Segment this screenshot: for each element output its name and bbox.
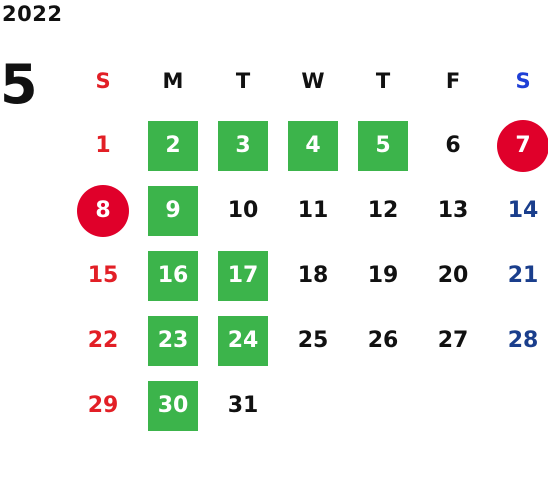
calendar-day-31[interactable]: 31 <box>208 373 278 438</box>
weekday-header-wed: W <box>301 68 325 93</box>
calendar-day-18[interactable]: 18 <box>278 243 348 308</box>
calendar-day-number: 10 <box>227 198 259 223</box>
calendar-day-number: 30 <box>157 393 189 418</box>
highlight-square <box>148 250 198 301</box>
calendar-day-number: 5 <box>375 133 391 158</box>
calendar-day-4[interactable]: 4 <box>278 113 348 178</box>
highlight-square <box>218 315 268 366</box>
calendar-day-number: 21 <box>507 263 539 288</box>
calendar-day-15[interactable]: 15 <box>68 243 138 308</box>
calendar-day-21[interactable]: 21 <box>488 243 548 308</box>
calendar-day-number: 6 <box>445 133 461 158</box>
calendar-day-number: 2 <box>165 133 181 158</box>
calendar-day-6[interactable]: 6 <box>418 113 488 178</box>
highlight-square <box>288 120 338 171</box>
calendar-day-number: 14 <box>507 198 539 223</box>
calendar-day-16[interactable]: 16 <box>138 243 208 308</box>
highlight-square <box>358 120 408 171</box>
highlight-circle <box>497 119 548 172</box>
calendar-day-26[interactable]: 26 <box>348 308 418 373</box>
weekday-header-fri: F <box>445 68 461 93</box>
weekday-header-mon: M <box>162 68 184 93</box>
calendar-day-number: 26 <box>367 328 399 353</box>
calendar-day-2[interactable]: 2 <box>138 113 208 178</box>
calendar-day-23[interactable]: 23 <box>138 308 208 373</box>
calendar-day-1[interactable]: 1 <box>68 113 138 178</box>
calendar-day-number: 3 <box>235 133 251 158</box>
calendar-day-30[interactable]: 30 <box>138 373 208 438</box>
calendar-day-3[interactable]: 3 <box>208 113 278 178</box>
calendar-day-number: 12 <box>367 198 399 223</box>
calendar-day-number: 13 <box>437 198 469 223</box>
calendar-day-27[interactable]: 27 <box>418 308 488 373</box>
calendar-day-17[interactable]: 17 <box>208 243 278 308</box>
calendar-day-number: 31 <box>227 393 259 418</box>
month-label: 5 <box>0 53 38 116</box>
calendar-day-28[interactable]: 28 <box>488 308 548 373</box>
calendar-day-14[interactable]: 14 <box>488 178 548 243</box>
calendar-day-number: 7 <box>515 133 531 158</box>
weekday-header-thu: T <box>375 68 391 93</box>
calendar-day-number: 4 <box>305 133 321 158</box>
calendar-day-24[interactable]: 24 <box>208 308 278 373</box>
weekday-header-sun: S <box>95 68 111 93</box>
calendar-day-number: 22 <box>87 328 119 353</box>
calendar-day-5[interactable]: 5 <box>348 113 418 178</box>
calendar-day-number: 28 <box>507 328 539 353</box>
calendar-day-20[interactable]: 20 <box>418 243 488 308</box>
calendar-day-number: 24 <box>227 328 259 353</box>
calendar-day-29[interactable]: 29 <box>68 373 138 438</box>
calendar-day-number: 1 <box>95 133 111 158</box>
calendar-day-12[interactable]: 12 <box>348 178 418 243</box>
highlight-square <box>218 120 268 171</box>
calendar-day-19[interactable]: 19 <box>348 243 418 308</box>
calendar-day-9[interactable]: 9 <box>138 178 208 243</box>
year-label: 2022 <box>2 2 63 26</box>
calendar-day-number: 23 <box>157 328 189 353</box>
calendar-day-number: 20 <box>437 263 469 288</box>
highlight-square <box>218 250 268 301</box>
calendar-day-number: 9 <box>165 198 181 223</box>
calendar-day-number: 29 <box>87 393 119 418</box>
calendar-day-22[interactable]: 22 <box>68 308 138 373</box>
calendar-day-number: 25 <box>297 328 329 353</box>
calendar-day-25[interactable]: 25 <box>278 308 348 373</box>
highlight-square <box>148 380 198 431</box>
calendar-day-number: 11 <box>297 198 329 223</box>
calendar-day-7[interactable]: 7 <box>488 113 548 178</box>
calendar-day-number: 15 <box>87 263 119 288</box>
calendar-day-number: 17 <box>227 263 259 288</box>
highlight-circle <box>77 184 129 237</box>
calendar-day-11[interactable]: 11 <box>278 178 348 243</box>
calendar-day-number: 18 <box>297 263 329 288</box>
calendar-day-13[interactable]: 13 <box>418 178 488 243</box>
calendar-day-10[interactable]: 10 <box>208 178 278 243</box>
calendar-day-number: 19 <box>367 263 399 288</box>
weekday-header-tue: T <box>235 68 251 93</box>
calendar-day-8[interactable]: 8 <box>68 178 138 243</box>
calendar-day-number: 27 <box>437 328 469 353</box>
highlight-square <box>148 120 198 171</box>
calendar-day-number: 16 <box>157 263 189 288</box>
weekday-header-sat: S <box>515 68 531 93</box>
highlight-square <box>148 185 198 236</box>
calendar-day-number: 8 <box>95 198 111 223</box>
highlight-square <box>148 315 198 366</box>
